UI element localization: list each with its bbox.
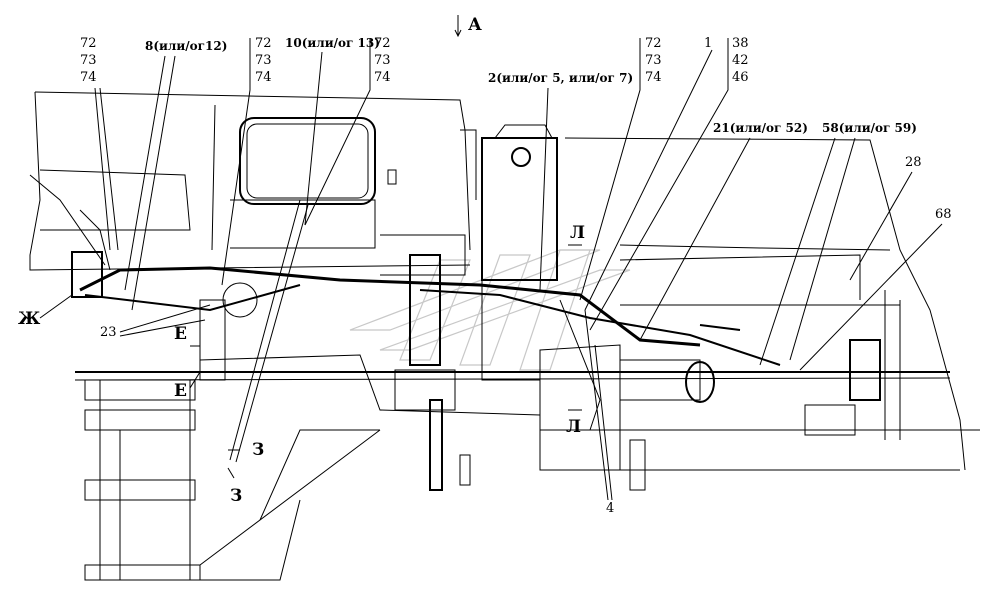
callout-58: 58(или/ог 59) — [822, 121, 917, 135]
callout-68: 68 — [935, 207, 952, 222]
frame-rails — [74, 137, 980, 471]
callout-4: 4 — [606, 501, 614, 516]
section-mark-zh: Ж — [18, 309, 41, 329]
callout-38: 38 — [732, 36, 749, 51]
callout-72b: 72 — [255, 36, 272, 51]
fuel-tank — [481, 124, 558, 381]
section-mark-z-lower: З — [230, 486, 242, 506]
cab-outline — [29, 91, 477, 276]
callout-73d: 73 — [645, 53, 662, 68]
callout-74: 74 — [80, 70, 97, 85]
left-mechanism — [71, 251, 381, 581]
callout-72: 72 — [80, 36, 97, 51]
callout-21: 21(или/ог 52) — [713, 121, 808, 135]
callout-8: 8(или/ог12) — [145, 39, 227, 53]
section-mark-l-upper: Л — [570, 223, 585, 243]
callout-72c: 72 — [374, 36, 391, 51]
callout-73c: 73 — [374, 53, 391, 68]
callout-2: 2(или/ог 5, или/ог 7) — [488, 71, 633, 85]
callout-72d: 72 — [645, 36, 662, 51]
callout-1: 1 — [704, 36, 712, 51]
callout-42: 42 — [732, 53, 749, 68]
callout-73b: 73 — [255, 53, 272, 68]
callout-group-5: 38 42 46 — [589, 36, 749, 331]
callout-group-1: 72 73 74 — [80, 36, 119, 251]
callout-10: 10(или/ог 13) — [285, 36, 380, 50]
section-mark-e-lower: Е — [174, 381, 187, 401]
section-mark-l-lower: Л — [566, 417, 581, 437]
callout-73: 73 — [80, 53, 97, 68]
section-mark-e-upper: Е — [174, 324, 187, 344]
callout-group-2: 72 73 74 — [221, 36, 272, 286]
brake-lines — [29, 174, 781, 463]
callout-74d: 74 — [645, 70, 662, 85]
callout-46: 46 — [732, 70, 749, 85]
callout-23: 23 — [100, 325, 117, 340]
callout-group-4: 72 73 74 — [579, 36, 662, 301]
callout-group-3: 72 73 74 — [304, 36, 391, 226]
callout-28: 28 — [905, 155, 922, 170]
section-mark-z-upper: З — [252, 440, 264, 460]
callout-74c: 74 — [374, 70, 391, 85]
callout-74b: 74 — [255, 70, 272, 85]
watermark-logo — [349, 249, 631, 371]
center-mechanism — [394, 254, 901, 491]
view-label: А — [468, 15, 482, 35]
